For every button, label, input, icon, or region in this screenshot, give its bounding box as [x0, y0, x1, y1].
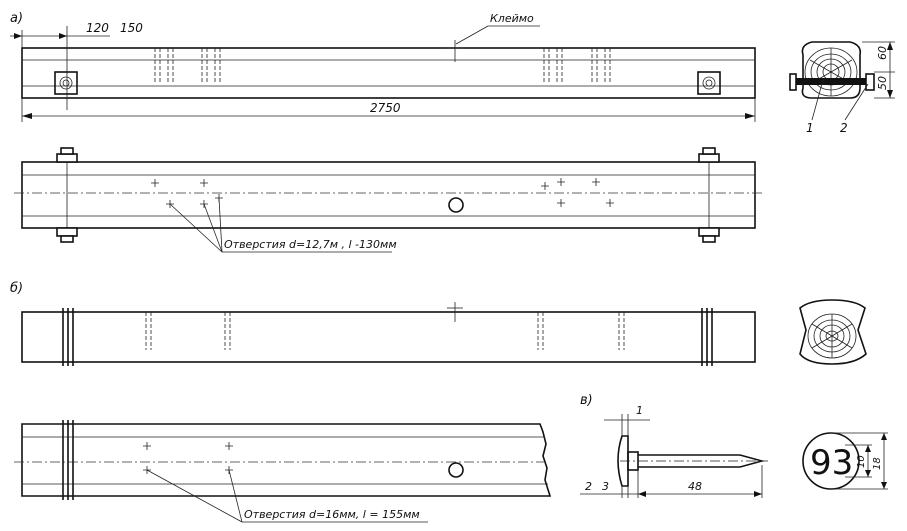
- view-b-label: б): [10, 281, 23, 296]
- view-v-label: в): [580, 393, 593, 408]
- view-a-label: а): [10, 11, 23, 26]
- bolt-left: [54, 71, 78, 95]
- dim-10: 10: [856, 455, 867, 468]
- nail-dim-2: 2: [585, 480, 592, 493]
- view-a-side: [10, 25, 756, 122]
- view-a-cross-section: [789, 41, 895, 121]
- bolt-right: [697, 71, 721, 95]
- date-nail: [580, 414, 768, 498]
- brand-mark-label: Клеймо: [490, 12, 534, 25]
- callout-1: 1: [806, 121, 814, 135]
- holes-note-b: Отверстия d=16мм, l = 155мм: [244, 508, 420, 521]
- nail-dim-3: 3: [602, 480, 609, 493]
- nail-dim-48: 48: [688, 480, 702, 493]
- view-a-plan: [14, 147, 765, 253]
- dim-18: 18: [872, 457, 883, 470]
- date-number: 93: [810, 443, 853, 483]
- nail-head-face: [802, 432, 888, 490]
- dim-150: 150: [120, 21, 143, 35]
- dim-50: 50: [876, 76, 889, 90]
- dim-120: 120: [86, 21, 109, 35]
- holes-note-a: Отверстия d=12,7м , l -130мм: [224, 238, 397, 251]
- callout-2: 2: [840, 121, 848, 135]
- view-b-cross-section: [799, 299, 867, 365]
- nail-dim-1: 1: [636, 404, 643, 417]
- view-b-plan: [14, 420, 552, 523]
- dim-2750: 2750: [370, 101, 401, 115]
- view-b-side: [21, 302, 756, 366]
- dim-60: 60: [876, 46, 889, 60]
